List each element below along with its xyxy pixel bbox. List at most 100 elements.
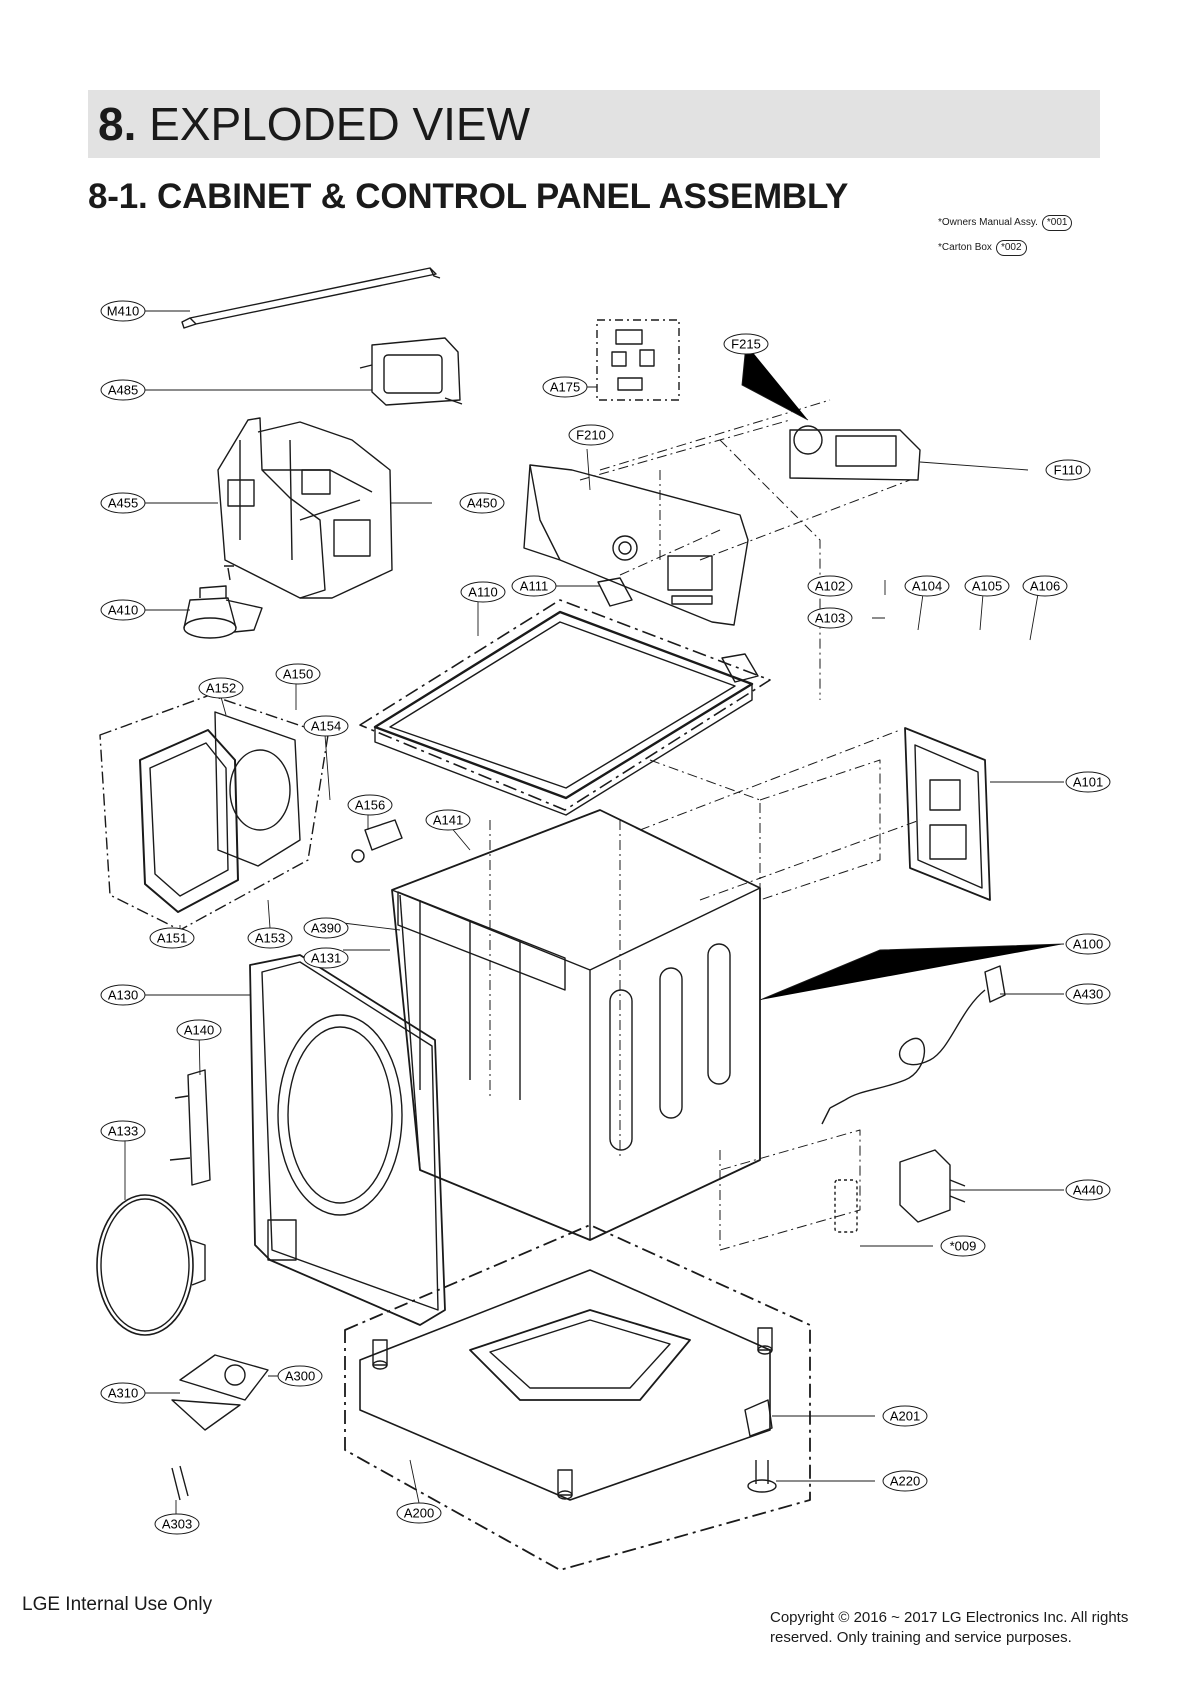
part-label-a101: A101 [1065, 771, 1111, 793]
part-label-text: A220 [890, 1474, 920, 1489]
part-label-ellipse [882, 1470, 928, 1492]
part-label-text: A104 [912, 579, 942, 594]
part-label-ellipse [1065, 983, 1111, 1005]
clip-set-part [596, 319, 680, 401]
part-label-text: A133 [108, 1124, 138, 1139]
part-label-text: A310 [108, 1386, 138, 1401]
part-label-ellipse [277, 1365, 323, 1387]
part-label-text: F210 [576, 428, 606, 443]
part-label-text: A440 [1073, 1183, 1103, 1198]
part-label-a303: A303 [154, 1513, 200, 1535]
part-label-text: A156 [355, 798, 385, 813]
rear-panel-part [904, 727, 991, 901]
part-label-ellipse [176, 1019, 222, 1041]
note-code-badge: *001 [1041, 215, 1073, 231]
part-label-ellipse [460, 581, 506, 603]
note-owners-manual: *Owners Manual Assy.*001 [938, 215, 1073, 231]
part-label-text: A101 [1073, 775, 1103, 790]
part-label-text: A111 [520, 579, 548, 594]
part-label-a300: A300 [277, 1365, 323, 1387]
part-label-text: A100 [1073, 937, 1103, 952]
part-label-a450: A450 [459, 492, 505, 514]
pump-part [183, 565, 263, 639]
part-label-a154: A154 [303, 715, 349, 737]
part-label-ellipse [100, 492, 146, 514]
part-label-ellipse [459, 492, 505, 514]
cabinet-body-part [391, 809, 761, 1241]
part-label-a440: A440 [1065, 1179, 1111, 1201]
note-code-badge: *002 [995, 240, 1027, 256]
part-label-a200: A200 [396, 1502, 442, 1524]
display-module-part [359, 337, 463, 406]
section-heading: 8. EXPLODED VIEW [98, 96, 530, 152]
part-label-text: A201 [890, 1409, 920, 1424]
door-hinge-part [169, 1069, 211, 1186]
part-label-ellipse [100, 599, 146, 621]
section-number: 8. [98, 98, 137, 150]
noise-filter-part [899, 1149, 966, 1223]
hinge-part [597, 577, 759, 683]
part-label-text: A106 [1030, 579, 1060, 594]
part-label-a105: A105 [964, 575, 1010, 597]
part-label-text: A455 [108, 496, 138, 511]
part-label-ellipse [100, 1382, 146, 1404]
part-label-ellipse [1065, 1179, 1111, 1201]
section-title: EXPLODED VIEW [149, 98, 531, 150]
part-label-text: F110 [1054, 463, 1083, 478]
part-label-star-009: *009 [940, 1235, 986, 1257]
leader-lines [124, 310, 1065, 1515]
part-label-ellipse [100, 300, 146, 322]
part-label-a390: A390 [303, 917, 349, 939]
part-label-ellipse [542, 376, 588, 398]
door-latch-part [351, 819, 403, 863]
part-label-a153: A153 [247, 927, 293, 949]
part-label-a133: A133 [100, 1120, 146, 1142]
part-label-a102: A102 [807, 575, 853, 597]
part-label-text: A102 [815, 579, 845, 594]
main-pcb-assembly-part [217, 417, 393, 599]
front-panel-part [249, 954, 446, 1326]
leveling-leg-part [744, 1399, 777, 1493]
power-cord-part [821, 965, 1006, 1125]
part-label-a220: A220 [882, 1470, 928, 1492]
part-label-a310: A310 [100, 1382, 146, 1404]
control-panel-part [523, 425, 921, 626]
part-label-a410: A410 [100, 599, 146, 621]
part-label-text: A200 [404, 1506, 434, 1521]
header-band [88, 90, 1100, 158]
part-label-ellipse [904, 575, 950, 597]
part-label-ellipse [198, 677, 244, 699]
part-label-a485: A485 [100, 379, 146, 401]
part-label-a110: A110 [460, 581, 506, 603]
part-label-a152: A152 [198, 677, 244, 699]
part-label-a131: A131 [303, 947, 349, 969]
part-label-text: A153 [255, 931, 285, 946]
part-label-text: A303 [162, 1517, 192, 1532]
part-label-text: A105 [972, 579, 1002, 594]
part-label-ellipse [303, 947, 349, 969]
accessory-part [834, 1179, 858, 1233]
part-label-text: A450 [467, 496, 497, 511]
part-label-m410: M410 [100, 300, 146, 322]
door-assembly-part [99, 694, 329, 931]
note-label: Carton Box [941, 242, 992, 253]
part-label-ellipse [568, 424, 614, 446]
part-label-a106: A106 [1022, 575, 1068, 597]
part-label-ellipse [807, 607, 853, 629]
part-label-ellipse [100, 984, 146, 1006]
part-label-a103: A103 [807, 607, 853, 629]
part-label-a100: A100 [1065, 933, 1111, 955]
part-label-ellipse [940, 1235, 986, 1257]
part-label-ellipse [303, 917, 349, 939]
part-label-ellipse [1065, 933, 1111, 955]
part-label-a151: A151 [149, 927, 195, 949]
part-label-a104: A104 [904, 575, 950, 597]
part-label-text: A154 [311, 719, 341, 734]
part-label-f210: F210 [568, 424, 614, 446]
part-label-text: A141 [433, 813, 463, 828]
part-label-a130: A130 [100, 984, 146, 1006]
part-label-text: A140 [184, 1023, 214, 1038]
footer-copyright: Copyright © 2016 ~ 2017 LG Electronics I… [770, 1609, 1129, 1646]
